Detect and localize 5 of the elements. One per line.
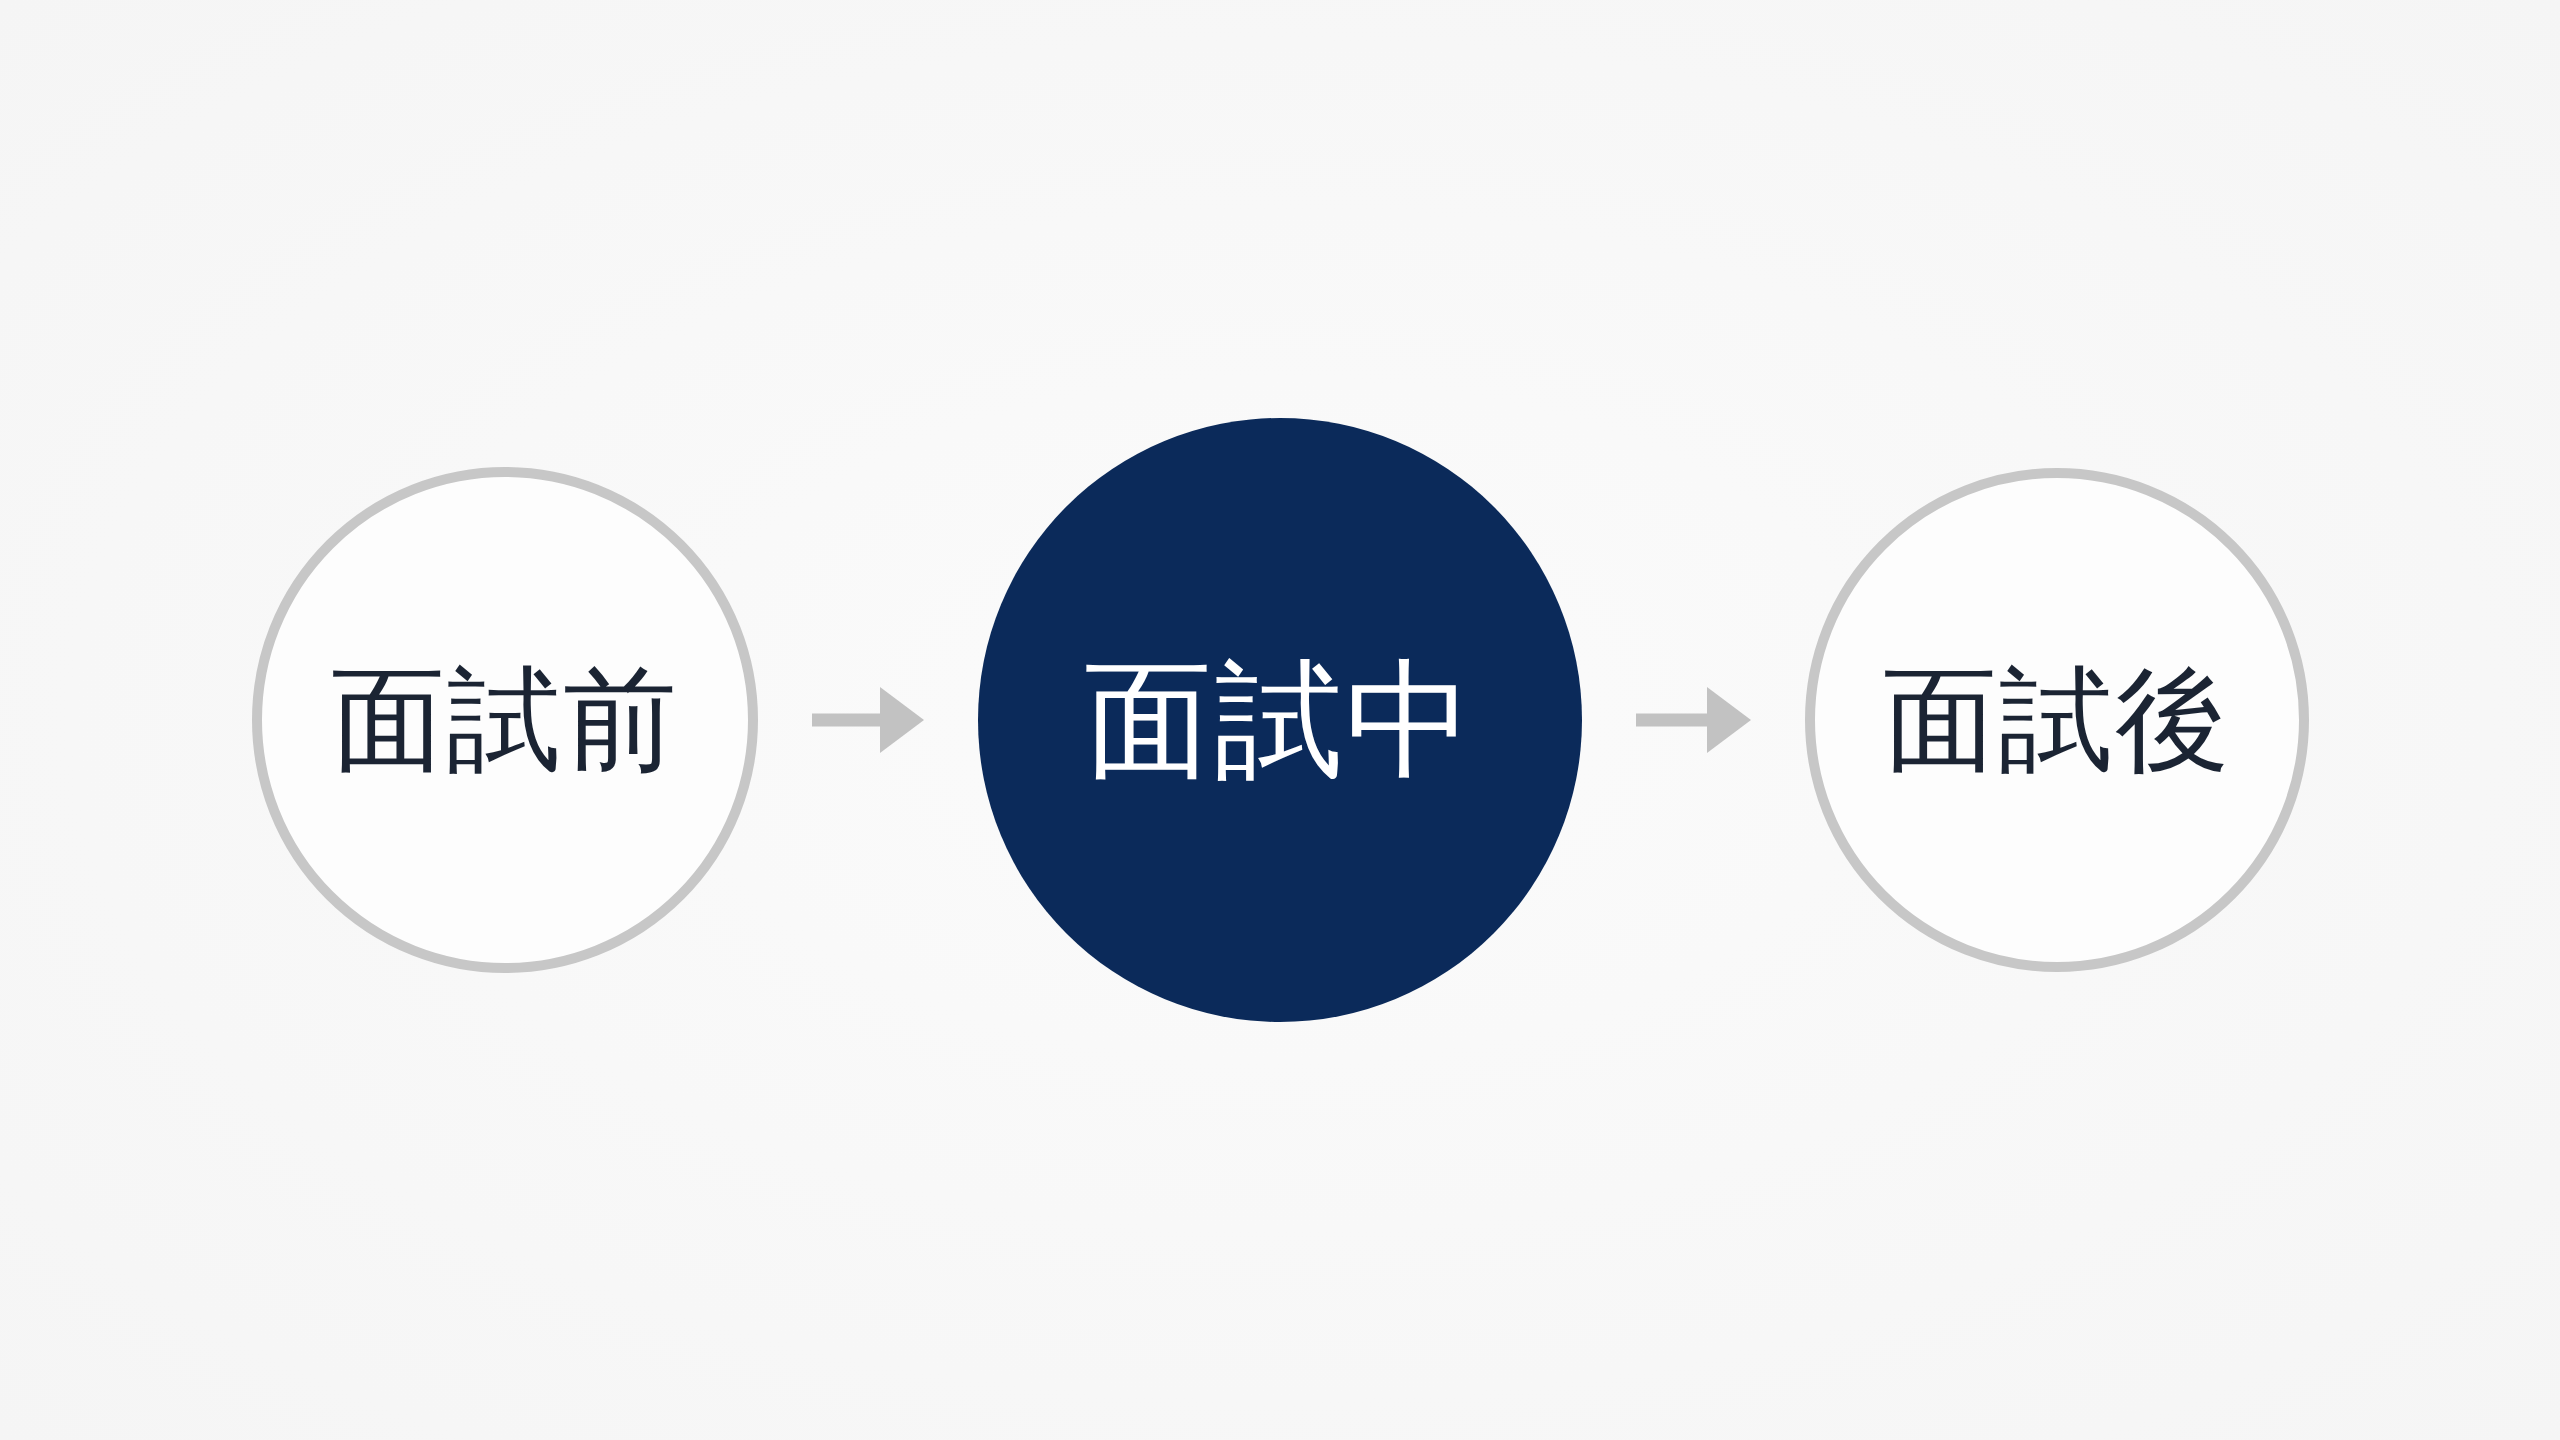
arrow [1636, 687, 1751, 753]
arrow [812, 687, 924, 753]
step-label: 面試中 [1084, 646, 1476, 794]
step-label: 面試後 [1882, 654, 2232, 786]
step-label: 面試前 [330, 654, 680, 786]
